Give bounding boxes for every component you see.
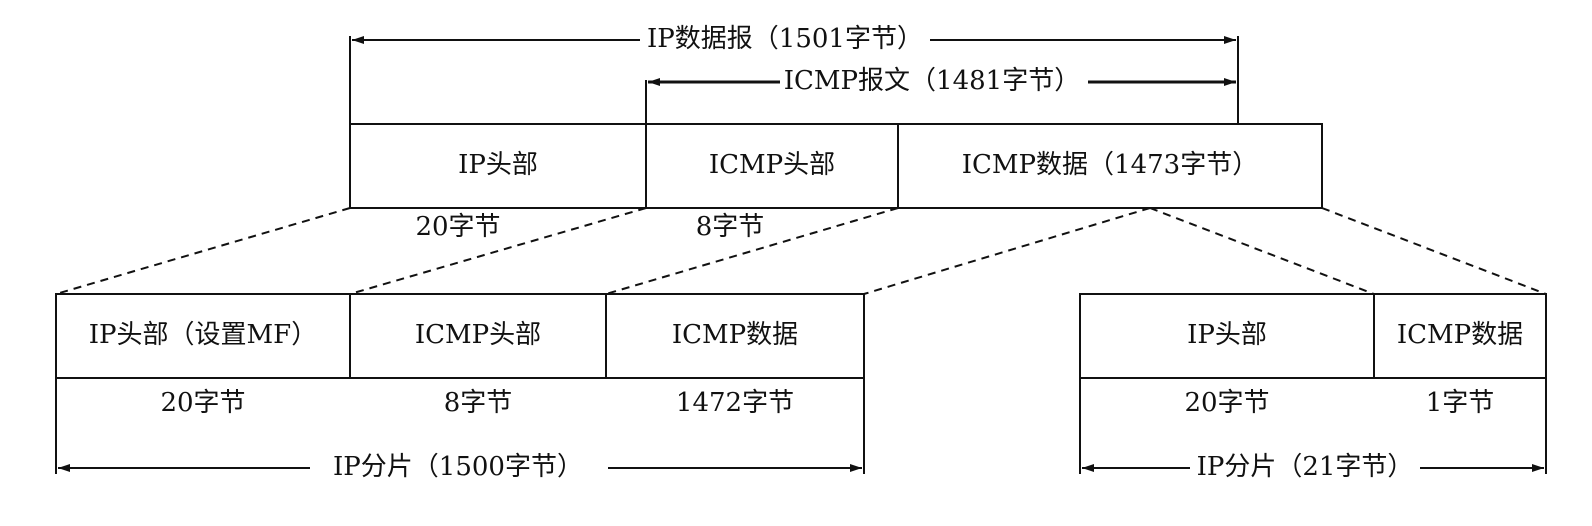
ip-datagram-span: IP数据报（1501字节） [349, 24, 1239, 124]
frag1-ip-header-label: IP头部（设置MF） [89, 320, 317, 350]
ip-datagram-label: IP数据报（1501字节） [647, 24, 923, 54]
frag1-span-label: IP分片（1500字节） [333, 452, 583, 482]
top-icmp-header-label: ICMP头部 [709, 150, 835, 180]
frag1-icmp-data-label: ICMP数据 [672, 320, 798, 350]
frag2-icmp-data-label: ICMP数据 [1397, 320, 1523, 350]
frag2-icmp-data-size: 1字节 [1426, 388, 1495, 418]
top-ip-header-label: IP头部 [458, 150, 538, 180]
frag1-icmp-data-box [605, 293, 865, 379]
top-icmp-data-box [897, 123, 1323, 209]
top-ip-header-size: 20字节 [415, 212, 500, 242]
top-datagram-boxes: IP头部 ICMP头部 ICMP数据（1473字节） 20字节 8字节 [349, 123, 1323, 242]
frag1-ip-header-size: 20字节 [160, 388, 245, 418]
top-icmp-data-label: ICMP数据（1473字节） [962, 150, 1258, 180]
fragment-1: IP头部（设置MF） ICMP头部 ICMP数据 20字节 8字节 1472字节… [55, 293, 865, 482]
icmp-message-label: ICMP报文（1481字节） [784, 66, 1080, 96]
frag1-icmp-header-label: ICMP头部 [415, 320, 541, 350]
fragment-mapping-lines [55, 207, 1547, 295]
frag2-ip-header-label: IP头部 [1187, 320, 1267, 350]
frag1-icmp-data-size: 1472字节 [676, 388, 794, 418]
top-icmp-header-size: 8字节 [696, 212, 765, 242]
frag2-icmp-data-box [1373, 293, 1547, 379]
frag1-icmp-header-size: 8字节 [444, 388, 513, 418]
fragment-2: IP头部 ICMP数据 20字节 1字节 IP分片（21字节） [1079, 293, 1547, 482]
icmp-message-span: ICMP报文（1481字节） [645, 66, 1236, 124]
frag2-ip-header-size: 20字节 [1184, 388, 1269, 418]
frag2-span-label: IP分片（21字节） [1197, 452, 1414, 482]
